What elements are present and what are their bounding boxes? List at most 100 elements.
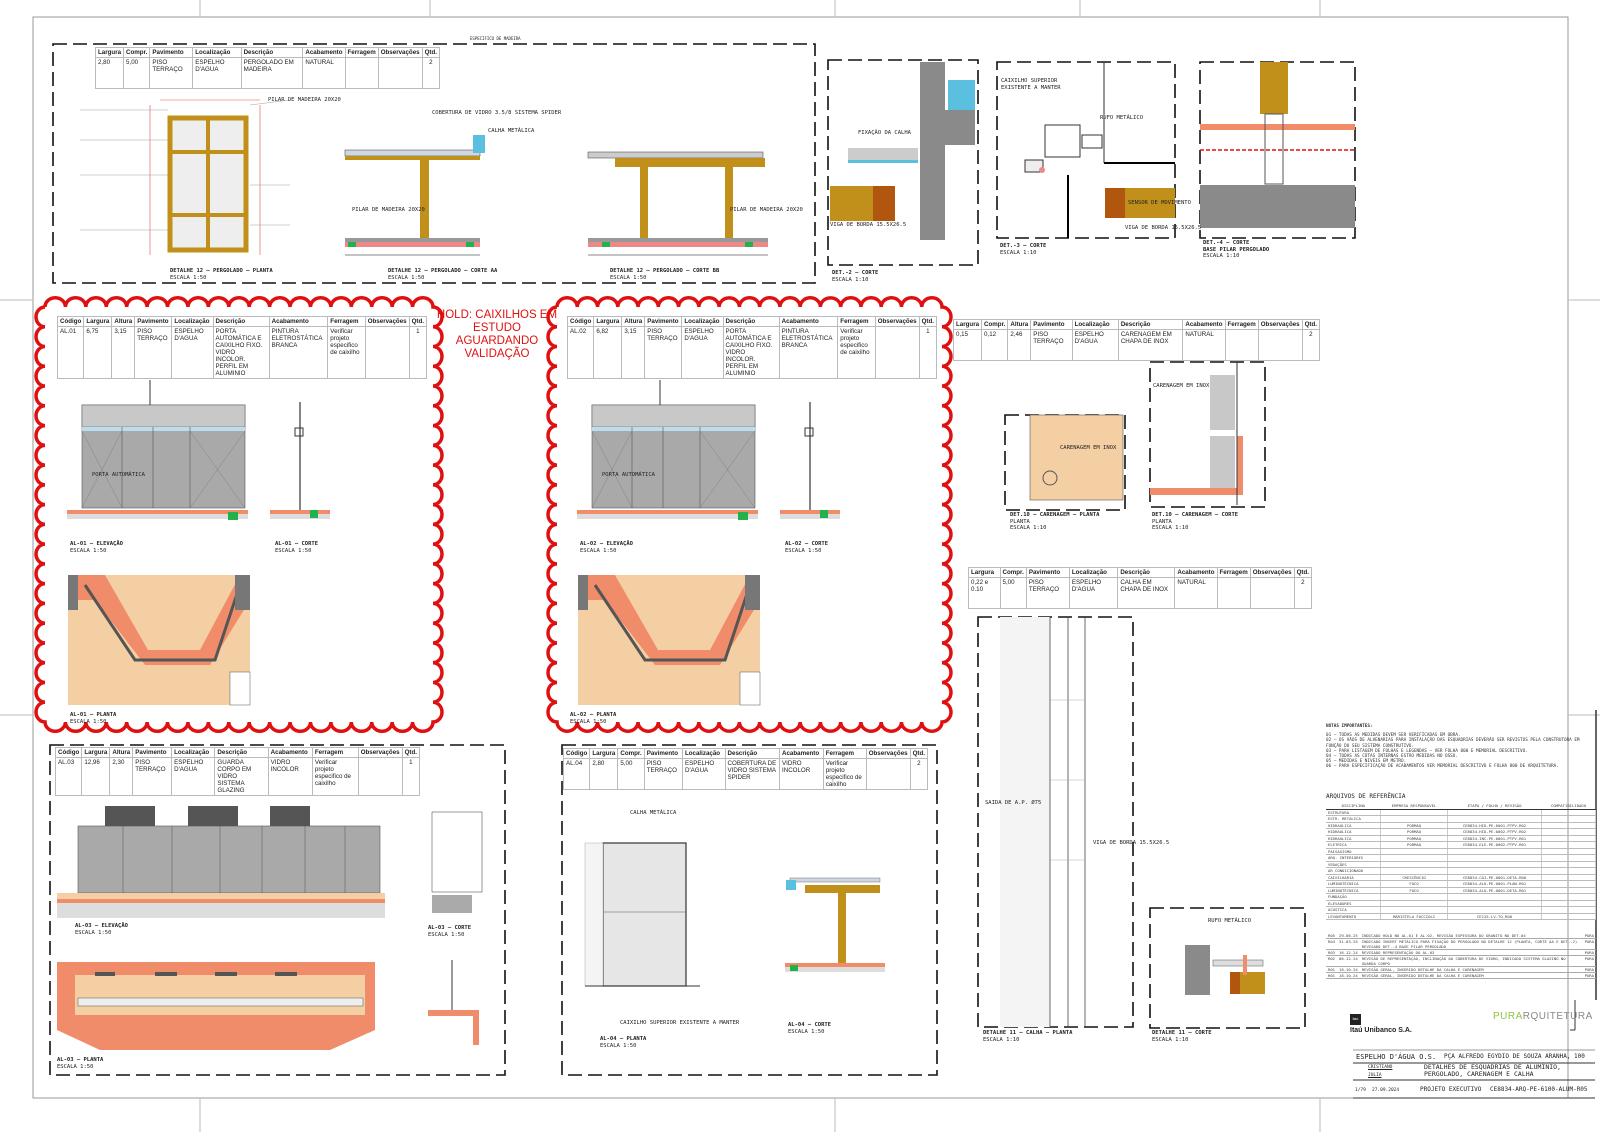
column-header: Localização (681, 748, 726, 759)
annotation: PILAR DE MADEIRA 20X20 (352, 207, 425, 213)
ref-row: ESTRUTURA (1326, 809, 1596, 816)
caption-scale: ESCALA 1:10 (1152, 525, 1189, 531)
column-header: Largura (83, 316, 113, 327)
table-cell (1380, 815, 1448, 823)
table-cell: REVISÃO GERAL, INSERIDO DETALHE DA CALHA… (1359, 972, 1583, 979)
table-cell (1380, 809, 1448, 816)
table-cell: CALHA EM CHAPA DE INOX (1117, 577, 1176, 609)
note-item: 06 – PARA ESPECIFICAÇÃO DE ACABAMENTOS V… (1326, 764, 1559, 770)
annotation: VIGA DE BORDA 15.5X26.5 (1125, 225, 1202, 231)
column-header: Ferragem (1216, 567, 1251, 578)
annotation: RUFO METÁLICO (1100, 115, 1144, 121)
sheet-date: 27.09.2024 (1372, 1088, 1400, 1093)
table-cell: 6,82 (593, 326, 623, 379)
table-cell: PORMAQ (1380, 841, 1448, 849)
table-cell: FOCO (1380, 880, 1448, 888)
column-header: Observações (874, 316, 920, 327)
detail-frames (49, 43, 1356, 1076)
table-cell: 1 (918, 326, 938, 379)
caption-scale: ESCALA 1:50 (75, 929, 112, 936)
table-cell (1216, 577, 1251, 609)
table-cell: 5,00 (617, 758, 645, 790)
table-cell: HIDRAULICA (1326, 828, 1382, 836)
table-cell: PORMAQ (1380, 828, 1448, 836)
al01-drawing (67, 380, 330, 706)
annotation: VIGA DE BORDA 15.5X26.5 (830, 222, 907, 228)
table-cell (1541, 900, 1596, 907)
column-header: Qtd. (408, 316, 428, 327)
table-cell: R01 (1326, 966, 1338, 973)
table-cell (1541, 906, 1596, 914)
column-header: Descrição (1117, 567, 1176, 578)
column-header: Acabamento (302, 47, 346, 58)
det2-drawing (830, 62, 975, 240)
project-phase: PROJETO EXECUTIVO (1420, 1086, 1482, 1093)
table-cell (1447, 867, 1543, 875)
column-header: Descrição (724, 748, 781, 759)
caption-title: DETALHE 12 – PERGOLADO – PLANTA (170, 268, 273, 274)
caption-scale: ESCALA 1:10 (1010, 525, 1047, 531)
table-cell: CE8834-ELE-PE-0002-PTPV-R01 (1447, 841, 1543, 849)
table-cell: CE8834-HID-PE-0001-PTPV-R02 (1447, 822, 1543, 829)
caption-scale: ESCALA 1:50 (785, 547, 822, 554)
ref-row: ACÚSTICA (1326, 906, 1596, 914)
ref-row: PAISAGISMO (1326, 848, 1596, 855)
drawing-code: CE8834-ARQ-PE-6100-ALUM-R05 (1490, 1086, 1588, 1093)
table-cell (1541, 835, 1596, 842)
caption-scale: ESCALA 1:10 (1000, 249, 1037, 256)
table-cell (1224, 329, 1259, 361)
column-header: Descrição (212, 316, 270, 327)
table-cell (344, 57, 379, 89)
column-header: Ferragem (822, 748, 867, 759)
caption-scale: ESCALA 1:50 (788, 1028, 825, 1035)
caption-title: AL-01 – CORTE (275, 541, 319, 547)
column-header: Qtd. (1301, 319, 1321, 330)
table-cell: 2 (1301, 329, 1321, 361)
column-header: Acabamento (268, 316, 329, 327)
column-header: Observações (357, 747, 403, 758)
det2-frame (827, 59, 979, 266)
al04-drawing (584, 842, 885, 987)
sheet-border (32, 16, 1569, 1099)
table-cell: Verificar projeto especifico de caixilho (822, 758, 867, 790)
table-cell: AL.03 (54, 757, 83, 796)
det10-drawing (1029, 362, 1243, 505)
table-cell (1541, 809, 1596, 816)
table-cell (377, 57, 423, 89)
ref-row: FUNDAÇÃO (1326, 893, 1596, 901)
column-header: Largura (94, 47, 125, 58)
table-cell: PISO TERRAÇO (134, 326, 173, 379)
column-header: Descrição (1117, 319, 1184, 330)
column-header: Descrição (240, 47, 304, 58)
column-header: DISCIPLINA (1326, 803, 1381, 810)
table-cell (1447, 815, 1543, 823)
caption-title: AL-02 – CORTE (785, 541, 829, 547)
notes-list: 01 – TODAS AS MEDIDAS DEVEM SER VERIFICA… (1326, 733, 1588, 769)
column-header: Compr. (123, 47, 151, 58)
table-cell (1541, 893, 1596, 901)
table-cell: 2,46 (1007, 329, 1032, 361)
table-cell: PORTA AUTOMÁTICA E CAIXILHO FIXO. VIDRO … (722, 326, 780, 379)
column-header: Código (56, 316, 85, 327)
table-cell: R03 (1326, 949, 1338, 956)
table-cell: PISO TERRAÇO (644, 326, 683, 379)
table-cell: PURA (1582, 966, 1596, 973)
table-cell (1541, 867, 1596, 875)
caption-subtitle: PLANTA (1152, 518, 1172, 525)
table-cell: 12,96 (81, 757, 111, 796)
table-cell: 29.08.25 (1337, 933, 1360, 939)
column-header: Localização (171, 316, 214, 327)
det4-drawing (1200, 62, 1355, 228)
